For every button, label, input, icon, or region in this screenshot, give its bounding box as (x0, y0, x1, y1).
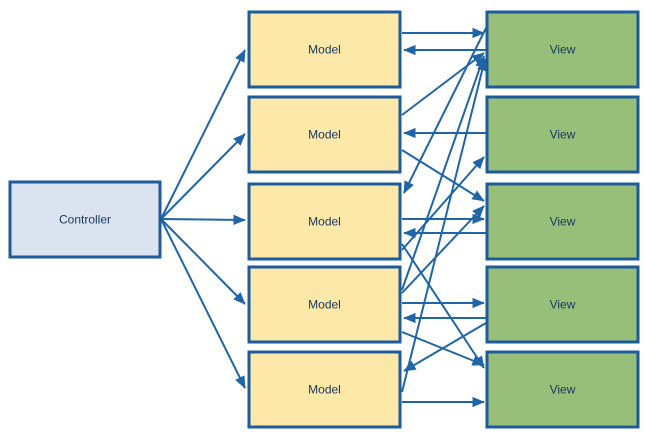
view-3-box (485, 182, 640, 261)
view-4-label: View (550, 298, 576, 312)
arrow-controller-to-model-3 (160, 214, 246, 226)
view-3-label: View (550, 215, 576, 229)
view-2-box (485, 95, 640, 174)
arrow-controller-to-model-1 (160, 49, 246, 220)
model-3-box (247, 182, 402, 261)
arrow-model-4-to-view-3 (401, 205, 485, 294)
model-5-box (247, 350, 402, 429)
model-2-box (247, 95, 402, 174)
model-4-box (247, 265, 402, 344)
view-5-label: View (550, 383, 576, 397)
model-3-label: Model (308, 215, 341, 229)
view-1-box (485, 10, 640, 89)
controller-label: Controller (59, 213, 111, 227)
arrow-model-2-to-view-1 (401, 52, 485, 116)
arrow-model-3-to-view-2 (401, 156, 485, 251)
model-2-label: Model (308, 128, 341, 142)
view-4-box (485, 265, 640, 344)
model-1-box (247, 10, 402, 89)
arrow-view-1-to-model-3 (403, 27, 487, 194)
model-5-label: Model (308, 383, 341, 397)
model-1-label: Model (308, 43, 341, 57)
controller-box (8, 180, 162, 259)
view-2-label: View (550, 128, 576, 142)
view-5-box (485, 350, 640, 429)
arrow-model-3-to-view-5 (401, 243, 485, 369)
arrow-view-4-to-model-5 (403, 322, 487, 372)
arrow-controller-to-model-2 (160, 133, 246, 220)
view-1-label: View (550, 43, 576, 57)
arrow-controller-to-model-5 (160, 218, 246, 389)
arrow-model-4-to-view-1 (401, 55, 486, 291)
arrow-model-5-to-view-1 (401, 58, 488, 393)
arrow-controller-to-model-4 (160, 218, 246, 305)
arrow-model-2-to-view-3 (401, 149, 485, 202)
model-4-label: Model (308, 298, 341, 312)
